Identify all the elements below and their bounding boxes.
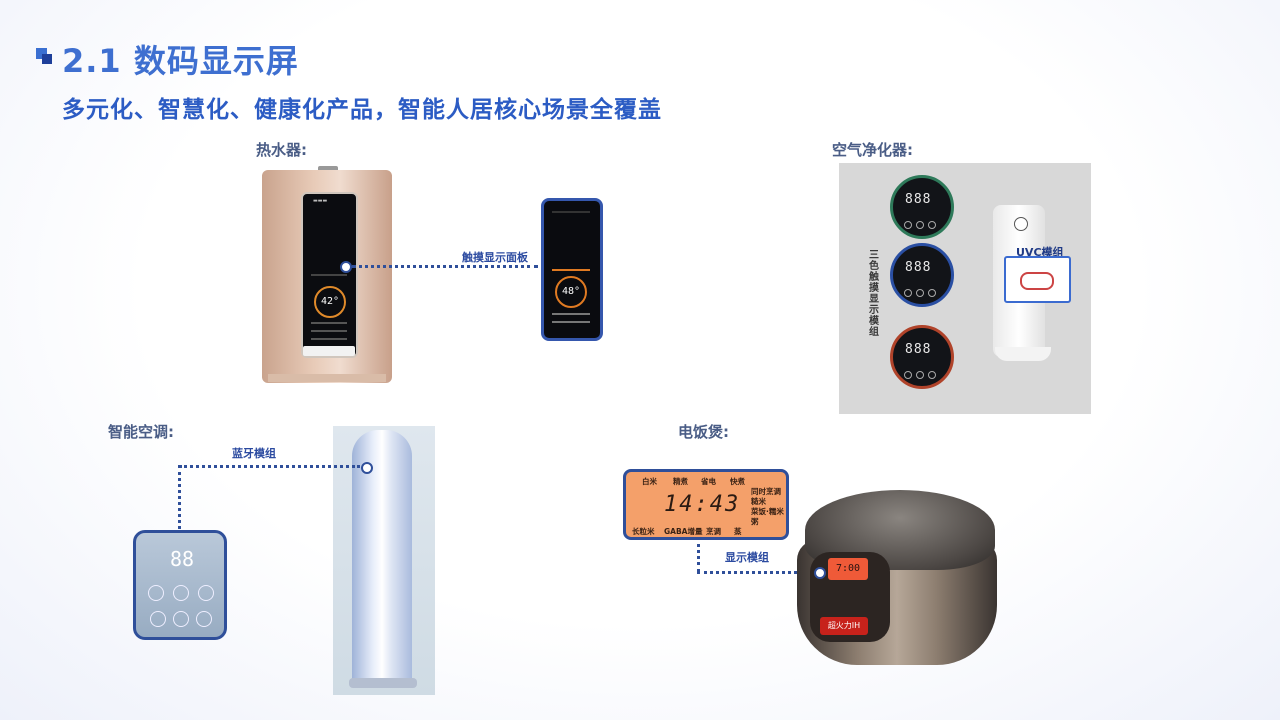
rice-cooker-connector-label: 显示模组 (725, 551, 769, 564)
title-mark-icon (36, 48, 52, 64)
water-heater-base (268, 374, 386, 382)
air-conditioner-panel-digits: 88 (170, 547, 195, 571)
air-conditioner-connector-line-h (179, 465, 360, 468)
rice-cooker-connector-line-v (697, 537, 700, 572)
air-purifier-vertical-label: 三色触摸显示模组 (869, 250, 879, 338)
page-subtitle: 多元化、智慧化、健康化产品，智能人居核心场景全覆盖 (62, 97, 662, 123)
water-heater-label: 热水器: (256, 141, 307, 159)
air-purifier-dial-green: 888 (890, 175, 954, 239)
uvc-module-box (1004, 256, 1071, 303)
rice-cooker-small-display: 7:00 (828, 558, 868, 580)
rice-cooker-label: 电饭煲: (678, 423, 729, 441)
rice-cooker-connector-line-h (697, 571, 815, 574)
water-heater-handle (303, 346, 355, 356)
air-conditioner-connector-label: 蓝牙模组 (232, 447, 276, 460)
air-conditioner-connector-dot (361, 462, 373, 474)
rice-cooker-connector-dot (814, 567, 826, 579)
air-purifier-dial-red: 888 (890, 325, 954, 389)
water-heater-panel-zoom: 48° (541, 198, 603, 341)
rice-cooker-time: 14:43 (664, 492, 741, 517)
air-purifier-base (995, 347, 1051, 361)
water-heater-temp-display: 42° (314, 286, 346, 318)
rice-cooker-badge: 超火力IH (820, 617, 868, 635)
page-title: 2.1 数码显示屏 (62, 42, 299, 80)
air-purifier-dial-blue: 888 (890, 243, 954, 307)
water-heater-zoom-temp: 48° (555, 276, 587, 308)
rice-cooker-lcd: 白米 精煮 省电 快煮 14:43 同时烹调 糙米 菜饭·糯米 粥 长粒米 GA… (623, 469, 789, 540)
water-heater-connector-dot (340, 261, 352, 273)
water-heater-brand-mark: ▬▬▬ (313, 198, 328, 204)
water-heater-panel: ▬▬▬ 42° (301, 192, 358, 358)
air-conditioner-unit (352, 430, 412, 688)
air-purifier-sensor-icon (1014, 217, 1028, 231)
air-conditioner-base (349, 678, 417, 688)
water-heater-connector-line (352, 265, 538, 268)
air-conditioner-label: 智能空调: (108, 423, 174, 441)
uvc-module-label: UVC模组 (1016, 246, 1064, 259)
water-heater-pipe (318, 166, 338, 172)
water-heater-connector-label: 触摸显示面板 (462, 251, 528, 264)
air-conditioner-connector-line-v (178, 465, 181, 529)
air-purifier-label: 空气净化器: (832, 141, 913, 159)
air-conditioner-panel: 88 (133, 530, 227, 640)
